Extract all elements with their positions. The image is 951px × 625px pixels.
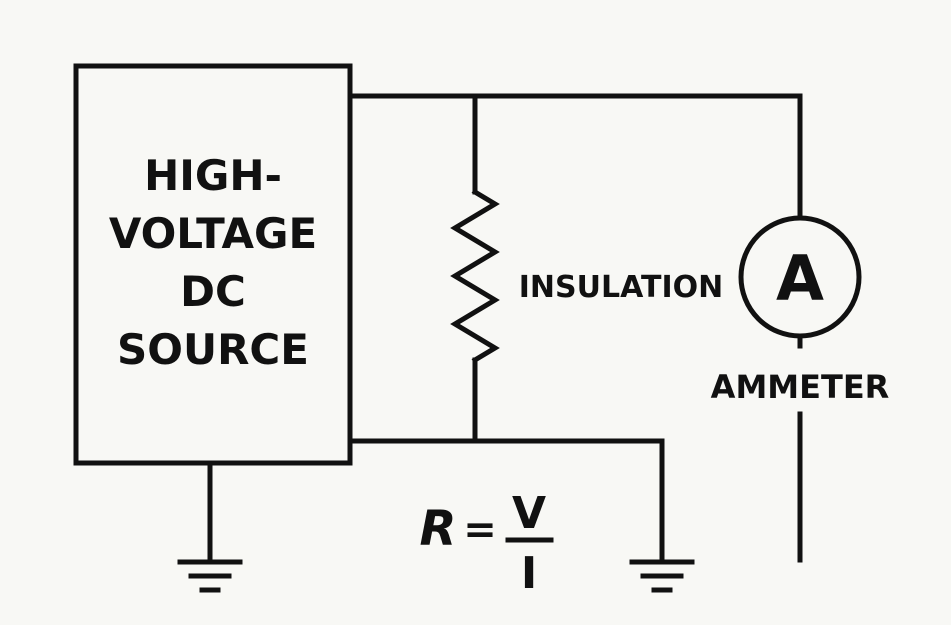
bottom-wire (347, 438, 665, 561)
source-line-4: SOURCE (117, 325, 309, 374)
insulation-label: INSULATION (519, 270, 723, 305)
ground-icon (629, 559, 695, 593)
ammeter-label: AMMETER (711, 368, 890, 406)
source-line-1: HIGH- (144, 151, 282, 200)
resistor-icon (450, 188, 500, 364)
ammeter-symbol: A (776, 242, 824, 315)
ammeter-icon: A (738, 215, 862, 339)
source-line-3: DC (180, 267, 246, 316)
top-wire (347, 93, 803, 221)
source-line-2: VOLTAGE (109, 209, 317, 258)
ohms-law-formula: R = V I (420, 488, 554, 599)
formula-equals: = (463, 507, 497, 553)
ground-icon (177, 559, 243, 593)
formula-r: R (420, 501, 457, 557)
source-box (73, 63, 353, 466)
formula-numerator: V (512, 488, 546, 539)
formula-denominator: I (521, 548, 537, 599)
